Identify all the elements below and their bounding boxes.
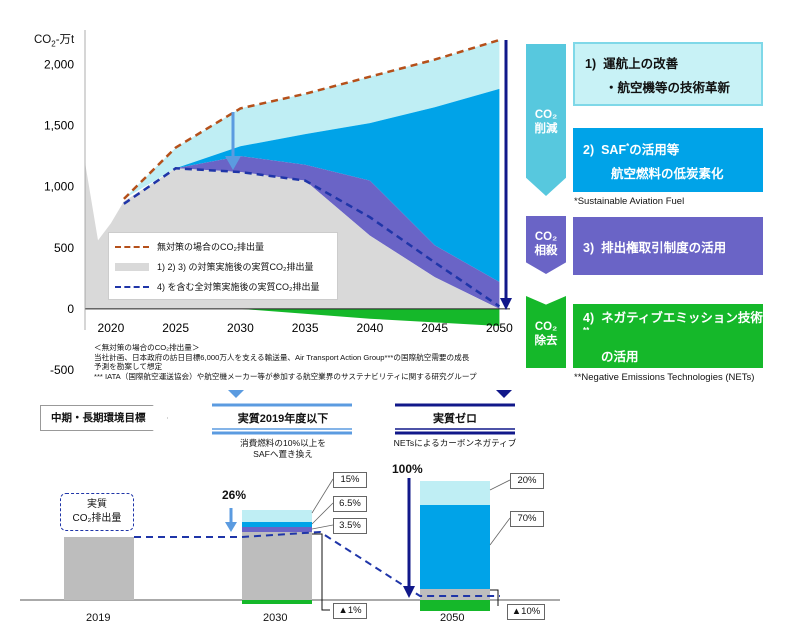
label-2030-6-5: 6.5%: [333, 496, 367, 512]
y-tick-label: -500: [50, 363, 74, 377]
mid-target-desc: 消費燃料の10%以上を SAFへ置き換え: [240, 438, 326, 459]
leader-line-0: [311, 478, 334, 514]
year-2050: 2050: [440, 612, 465, 624]
y-tick-label: 0: [67, 302, 74, 316]
legend-item-measures-123: 1) 2) 3) の対策実施後の実質CO₂排出量: [115, 260, 314, 273]
reduction-arrow-head: [500, 298, 512, 310]
bottom-100-arrow-head: [403, 586, 415, 598]
measure-3-box: 3) 排出権取引制度の活用: [573, 217, 763, 275]
bar-2030-negative: [242, 600, 312, 604]
bar-2050-segment-70: [420, 505, 490, 589]
area-1: [175, 88, 500, 283]
bar-2019: [64, 537, 134, 600]
mid-target-title: 実質2019年度以下: [237, 413, 329, 425]
arrow-2030-head: [225, 156, 241, 170]
category-remove: CO₂ 除去: [526, 296, 566, 368]
bar-2030-gray: [242, 532, 312, 600]
year-2030: 2030: [263, 612, 288, 624]
measure-4-box: 4) ネガティブエミッション技術** の活用: [573, 304, 763, 368]
area-4: [240, 308, 500, 326]
leader-line-3: [489, 479, 511, 491]
x-tick-label: 2030: [227, 321, 254, 335]
bracket-2050: [490, 589, 499, 606]
footnote-saf: *Sustainable Aviation Fuel: [574, 196, 685, 207]
bracket-2030: [312, 533, 330, 611]
reduction-26: 26%: [222, 488, 247, 502]
legend-item-no-action: 無対策の場合のCO₂排出量: [115, 240, 264, 253]
legend-fill-gray: [115, 262, 149, 271]
x-tick-label: 2040: [357, 321, 384, 335]
long-target-marker: [496, 390, 512, 398]
y-tick-label: 1,500: [44, 119, 74, 133]
x-tick-label: 2020: [98, 321, 125, 335]
long-target-title: 実質ゼロ: [433, 413, 477, 425]
measure-2-box: 2) SAF*の活用等 航空燃料の低炭素化: [573, 128, 763, 192]
label-2050-neg10: ▲10%: [507, 604, 545, 620]
label-2050-70: 70%: [510, 511, 544, 527]
y-tick-label: 2,000: [44, 57, 74, 71]
category-reduce: CO₂ 削減: [526, 44, 566, 196]
net-emission-callout: 実質 CO₂排出量: [60, 493, 134, 531]
x-tick-label: 2050: [486, 321, 513, 335]
footnote-nets: **Negative Emissions Technologies (NETs): [574, 372, 755, 383]
label-2030-neg1: ▲1%: [333, 603, 367, 619]
measure-1-box: 1) 運航上の改善 ・航空機等の技術革新: [573, 42, 763, 106]
year-2019: 2019: [86, 612, 111, 624]
bar-2050-negative: [420, 600, 490, 611]
bar-2050-gray: [420, 589, 490, 600]
chart-legend: 無対策の場合のCO₂排出量 1) 2) 3) の対策実施後の実質CO₂排出量 4…: [108, 232, 338, 300]
bar-2030-segment-3-5: [242, 527, 312, 532]
bottom-bars-layer: [20, 478, 560, 611]
y-unit-label: CO2-万t: [34, 34, 75, 49]
x-tick-label: 2035: [292, 321, 319, 335]
long-target-desc: NETsによるカーボンネガティブ: [393, 438, 517, 448]
lines-layer: [123, 38, 501, 308]
legend-dash-blue: [115, 285, 149, 288]
extras-layer: [212, 40, 515, 435]
axes-layer: -500 0 500 1,000 1,500 2,000 2020 2025 2030 2035 2…: [44, 30, 513, 377]
y-tick-label: 1,000: [44, 180, 74, 194]
legend-dash-orange: [115, 245, 149, 248]
series-line-0: [123, 38, 500, 200]
mid-target-marker: [228, 390, 244, 398]
x-tick-label: 2025: [162, 321, 189, 335]
area-0: [123, 40, 500, 199]
series-line-1: [123, 167, 501, 308]
legend-item-all-measures: 4) を含む全対策実施後の実質CO₂排出量: [115, 280, 320, 293]
bar-2030-segment-15: [242, 510, 312, 522]
leader-line-1: [311, 502, 334, 525]
category-offset: CO₂ 相殺: [526, 216, 566, 274]
bottom-dashed-connector: [134, 530, 500, 597]
targets-label: 中期・長期環境目標: [40, 405, 168, 431]
x-tick-label: 2045: [421, 321, 448, 335]
leader-line-2: [311, 524, 334, 530]
bar-2050-segment-20: [420, 481, 490, 505]
area-2: [175, 156, 500, 309]
bottom-26-arrow-head: [225, 522, 237, 532]
notes-block: ＜無対策の場合のCO₂排出量＞ 当社計画、日本政府の訪日目標6,000万人を支え…: [94, 343, 477, 381]
reduction-100: 100%: [392, 462, 423, 476]
y-tick-label: 500: [54, 241, 74, 255]
leader-line-4: [489, 517, 511, 546]
bar-2030-segment-6-5: [242, 522, 312, 527]
label-2030-3-5: 3.5%: [333, 518, 367, 534]
label-2050-20: 20%: [510, 473, 544, 489]
label-2030-15: 15%: [333, 472, 367, 488]
